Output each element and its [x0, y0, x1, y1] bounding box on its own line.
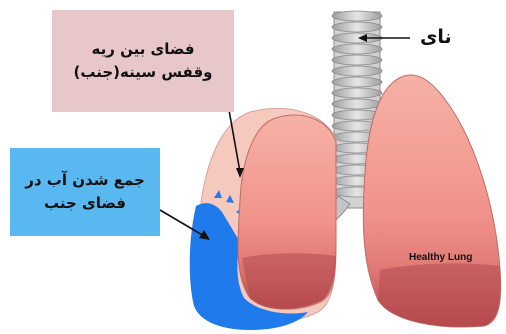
trachea-ring	[332, 44, 382, 54]
trachea-ring	[332, 55, 382, 65]
effusion-line-1: جمع شدن آب در	[25, 169, 145, 192]
pleural-space-label: فضای بین ریه وقفس سینه(جنب)	[52, 10, 234, 112]
trachea-ring	[332, 11, 382, 21]
trachea-ring	[332, 99, 382, 109]
pleural-space-line-2: وقفس سینه(جنب)	[74, 61, 213, 84]
effusion-line-2: فضای جنب	[25, 192, 145, 215]
trachea-ring	[332, 77, 382, 87]
compressed-lung-base-shadow	[242, 253, 336, 310]
healthy-lung-label: Healthy Lung	[409, 252, 472, 263]
pleural-space-line-1: فضای بین ریه	[74, 38, 213, 61]
trachea-ring	[332, 88, 382, 98]
healthy-lung-base-shadow	[378, 263, 501, 327]
trachea-ring	[332, 66, 382, 76]
trachea-pointer-arrow	[358, 34, 410, 42]
trachea-ring	[332, 22, 382, 32]
effusion-label: جمع شدن آب در فضای جنب	[10, 148, 160, 236]
trachea-label: نای	[420, 26, 452, 48]
